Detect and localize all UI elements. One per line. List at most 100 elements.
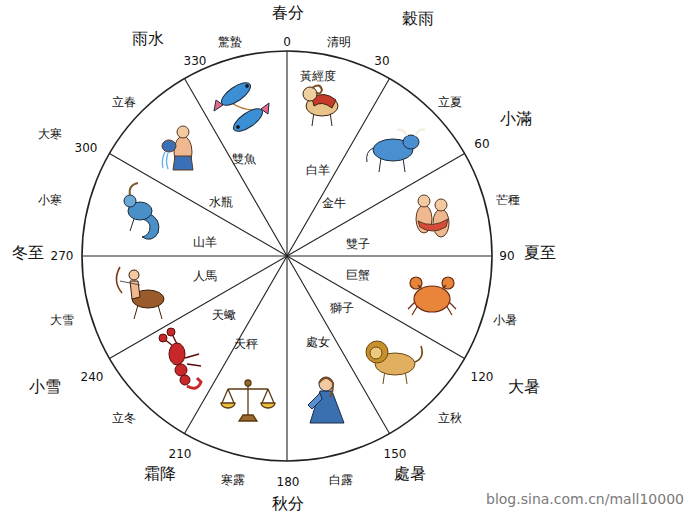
label-holder: 春分 [272, 3, 304, 22]
label-holder: 立秋 [438, 407, 462, 426]
solar-term: 小雪 [29, 378, 61, 396]
label-holder: 60 [474, 133, 489, 152]
label-holder: 巨蟹 [346, 264, 370, 283]
solar-term: 大雪 [50, 314, 74, 328]
label-holder: 小暑 [493, 309, 517, 328]
zodiac-name: 水瓶 [209, 196, 233, 210]
degree-number: 0 [283, 36, 291, 50]
zodiac-name: 巨蟹 [346, 269, 370, 283]
label-holder: 穀雨 [402, 9, 434, 28]
zodiac-name: 處女 [306, 336, 330, 350]
axis-label: 黃經度 [300, 70, 336, 84]
label-holder: 寒露 [221, 469, 245, 488]
label-holder: 90 [499, 245, 514, 264]
label-holder: 山羊 [193, 231, 217, 250]
label-holder: 小寒 [38, 189, 62, 208]
label-holder: 水瓶 [209, 191, 233, 210]
label-holder: 330 [184, 50, 207, 69]
zodiac-name: 白羊 [306, 164, 330, 178]
solar-term: 立夏 [438, 96, 462, 110]
zodiac-name: 金牛 [322, 197, 346, 211]
solar-term: 清明 [327, 36, 351, 50]
label-holder: 霜降 [144, 464, 176, 483]
label-holder: 芒種 [496, 189, 520, 208]
zodiac-name: 人馬 [193, 270, 217, 284]
solar-term: 寒露 [221, 474, 245, 488]
solar-term: 小滿 [500, 110, 532, 128]
degree-number: 300 [75, 142, 98, 156]
degree-number: 30 [374, 55, 389, 69]
label-holder: 雙子 [346, 233, 370, 252]
solar-term: 白露 [329, 474, 353, 488]
degree-number: 60 [474, 138, 489, 152]
degree-number: 330 [184, 55, 207, 69]
label-holder: 驚蟄 [218, 31, 242, 50]
solar-term: 立冬 [112, 412, 136, 426]
label-holder: 210 [169, 443, 192, 462]
label-holder: 小雪 [29, 377, 61, 396]
label-holder: 大寒 [38, 123, 62, 142]
label-holder: 120 [471, 366, 494, 385]
label-holder: 30 [374, 50, 389, 69]
zodiac-name: 獅子 [330, 302, 354, 316]
solar-term: 夏至 [524, 244, 556, 262]
label-holder: 冬至 [12, 243, 44, 262]
label-holder: 金牛 [322, 192, 346, 211]
label-holder: 0 [283, 31, 291, 50]
solar-term: 雨水 [132, 30, 164, 48]
solar-term: 立秋 [438, 412, 462, 426]
zodiac-name: 雙子 [346, 238, 370, 252]
label-holder: 處女 [306, 331, 330, 350]
solar-term: 小暑 [493, 314, 517, 328]
label-holder: 獅子 [330, 297, 354, 316]
label-holder: 黃經度 [300, 65, 336, 84]
degree-number: 240 [81, 371, 104, 385]
solar-term: 大暑 [508, 378, 540, 396]
label-holder: 270 [51, 245, 74, 264]
solar-term: 秋分 [272, 495, 304, 513]
degree-number: 120 [471, 371, 494, 385]
degree-number: 90 [499, 250, 514, 264]
zodiac-name: 雙魚 [232, 153, 256, 167]
solar-term: 立春 [112, 96, 136, 110]
label-holder: 白羊 [306, 159, 330, 178]
label-holder: 300 [75, 137, 98, 156]
label-holder: 立夏 [438, 91, 462, 110]
label-holder: 天秤 [234, 333, 258, 352]
label-holder: blog.sina.com.cn/mall10000 [486, 489, 684, 508]
label-holder: 150 [384, 443, 407, 462]
label-holder: 立春 [112, 91, 136, 110]
zodiac-name: 山羊 [193, 236, 217, 250]
label-holder: 240 [81, 366, 104, 385]
label-holder: 秋分 [272, 494, 304, 513]
solar-term: 冬至 [12, 244, 44, 262]
solar-term: 穀雨 [402, 10, 434, 28]
label-holder: 180 [277, 471, 300, 490]
solar-term: 驚蟄 [218, 36, 242, 50]
solar-term: 春分 [272, 4, 304, 22]
solar-term: 處暑 [394, 465, 426, 483]
watermark: blog.sina.com.cn/mall10000 [486, 491, 684, 507]
degree-number: 180 [277, 476, 300, 490]
zodiac-name: 天秤 [234, 338, 258, 352]
label-holder: 雙魚 [232, 148, 256, 167]
degree-number: 270 [51, 250, 74, 264]
solar-term: 芒種 [496, 194, 520, 208]
degree-number: 210 [169, 448, 192, 462]
label-holder: 大雪 [50, 309, 74, 328]
label-holder: 雨水 [132, 29, 164, 48]
label-holder: 大暑 [508, 377, 540, 396]
zodiac-name: 天蠍 [212, 309, 236, 323]
label-holder: 白露 [329, 469, 353, 488]
label-holder: 處暑 [394, 464, 426, 483]
solar-term: 小寒 [38, 194, 62, 208]
label-holder: 小滿 [500, 109, 532, 128]
label-holder: 天蠍 [212, 304, 236, 323]
solar-term: 大寒 [38, 128, 62, 142]
label-holder: 人馬 [193, 265, 217, 284]
label-holder: 清明 [327, 31, 351, 50]
degree-number: 150 [384, 448, 407, 462]
label-holder: 立冬 [112, 407, 136, 426]
solar-term: 霜降 [144, 465, 176, 483]
